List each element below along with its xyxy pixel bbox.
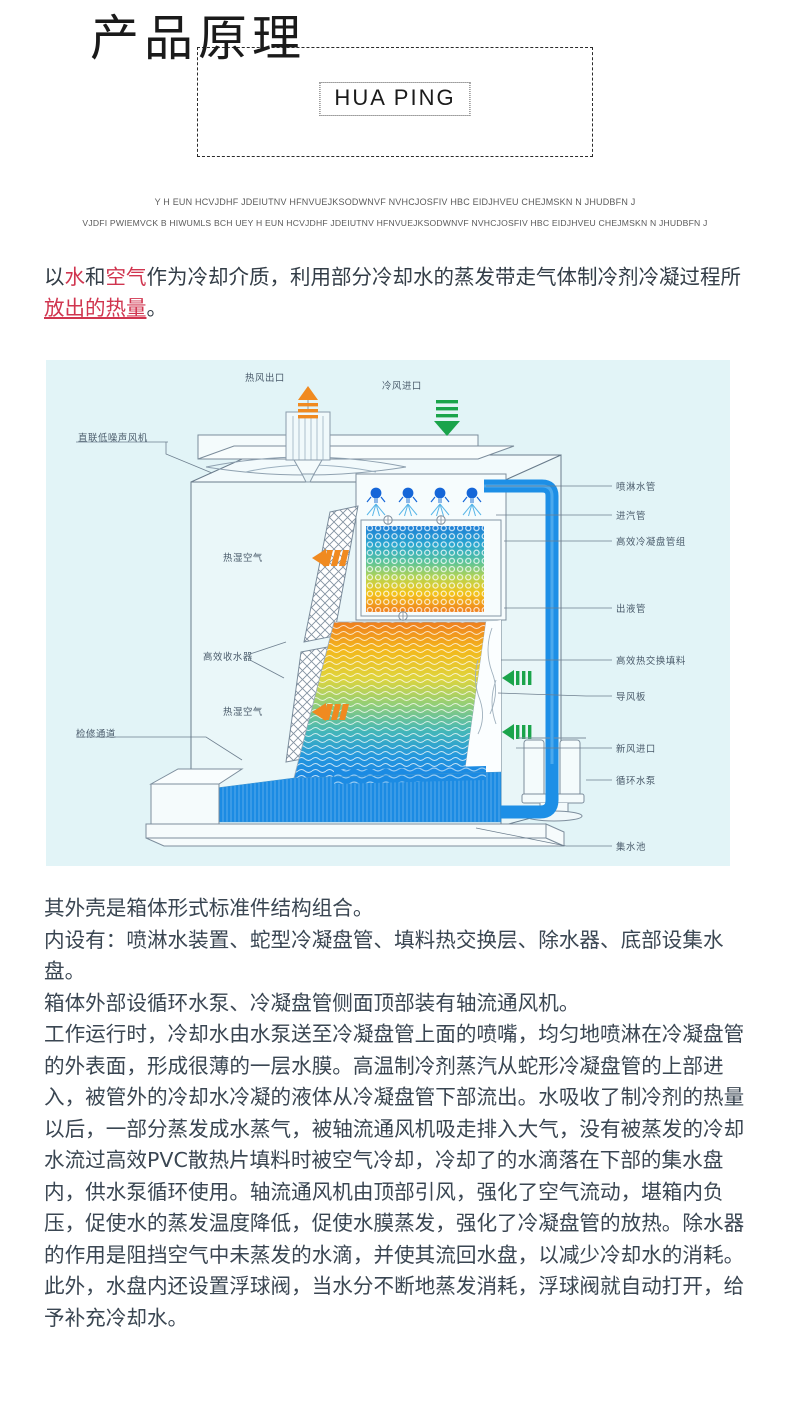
lead-seg-2: 和	[85, 265, 106, 289]
hot-humid-air-arrows	[312, 549, 349, 721]
lead-highlight-air: 空气	[105, 265, 147, 289]
base-frame	[145, 823, 565, 847]
diagram-label-heat-exchange-fill: 高效热交换填料	[616, 656, 686, 667]
spray-nozzles	[366, 487, 482, 517]
lead-seg-4: 。	[146, 296, 168, 320]
page-header: 产品原理 HUA PING	[0, 0, 790, 185]
lead-highlight-heat: 放出的热量	[44, 296, 147, 320]
diagram-label-hot-air-outlet: 热风出口	[245, 373, 285, 384]
diagram-label-direct-fan: 直联低噪声风机	[78, 433, 148, 444]
air-deflector-region	[464, 620, 501, 778]
body-paragraph-4: 工作运行时，冷却水由水泵送至冷凝盘管上面的喷嘴，均匀地喷淋在冷凝盘管的外表面，形…	[44, 1022, 745, 1330]
lead-seg-1: 以	[44, 265, 65, 289]
pump-suction-pipe	[501, 764, 559, 819]
diagram-label-spray-water-pipe: 喷淋水管	[616, 482, 656, 493]
airflow-lines	[475, 627, 497, 735]
diagram-label-water-basin: 集水池	[616, 842, 646, 853]
body-paragraph-2: 内设有：喷淋水装置、蛇型冷凝盘管、填料热交换层、除水器、底部设集水盘。	[44, 927, 724, 984]
product-principle-diagram: 热风出口 冷风进口 直联低噪声风机 热湿空气 高效收水器 热湿空气 检修通道 喷…	[46, 360, 730, 866]
left-leader-lines	[114, 442, 287, 761]
diagram-label-hot-humid-air-1: 热湿空气	[223, 553, 263, 564]
filler-text-line-2: VJDFI PWIEMVCK B HIWUMLS BCH UEY H EUN H…	[82, 218, 708, 228]
diagram-svg	[46, 360, 730, 866]
body-paragraph-1: 其外壳是箱体形式标准件结构组合。	[44, 896, 374, 920]
diagram-label-air-deflector: 导风板	[616, 692, 646, 703]
lead-highlight-water: 水	[64, 265, 86, 289]
fresh-air-arrows	[502, 670, 532, 740]
diagram-label-service-access: 检修通道	[76, 729, 116, 740]
page-subtitle: HUA PING	[334, 85, 456, 110]
diagram-label-condenser-coil-set: 高效冷凝盘管组	[616, 537, 686, 548]
diagram-label-liquid-outlet-pipe: 出液管	[616, 604, 646, 615]
title-frame	[197, 47, 593, 157]
diagram-label-cold-air-inlet: 冷风进口	[382, 381, 422, 392]
coil-chamber	[355, 473, 507, 621]
diagram-label-steam-inlet-pipe: 进汽管	[616, 511, 646, 522]
axial-fan-assembly	[197, 390, 515, 483]
left-label-underlines	[76, 441, 168, 738]
page-title: 产品原理	[89, 10, 306, 67]
diagram-label-drift-eliminator: 高效收水器	[203, 652, 253, 663]
hot-air-outlet-arrow	[298, 386, 318, 419]
filler-text-line-1: Y H EUN HCVJDHF JDEIUTNV HFNVUEJKSODWNVF…	[154, 197, 636, 207]
title-en-frame: HUA PING	[319, 82, 471, 117]
lead-seg-3: 作为冷却介质，利用部分冷却水的蒸发带走气体制冷剂冷凝过程所	[146, 265, 742, 289]
collection-basin	[215, 766, 502, 823]
right-leader-lines	[475, 485, 612, 847]
cold-air-inlet-arrow	[434, 400, 460, 436]
heat-exchange-fill	[293, 621, 487, 779]
diagram-label-circulating-pump: 循环水泵	[616, 776, 656, 787]
body-paragraph-3: 箱体外部设循环水泵、冷凝盘管侧面顶部装有轴流通风机。	[44, 990, 580, 1015]
diagram-label-hot-humid-air-2: 热湿空气	[223, 707, 263, 718]
body-description: 其外壳是箱体形式标准件结构组合。 内设有：喷淋水装置、蛇型冷凝盘管、填料热交换层…	[44, 893, 750, 1334]
lead-paragraph: 以水和空气作为冷却介质，利用部分冷却水的蒸发带走气体制冷剂冷凝过程所放出的热量。	[44, 262, 756, 324]
diagram-label-fresh-air-inlet: 新风进口	[616, 744, 656, 755]
